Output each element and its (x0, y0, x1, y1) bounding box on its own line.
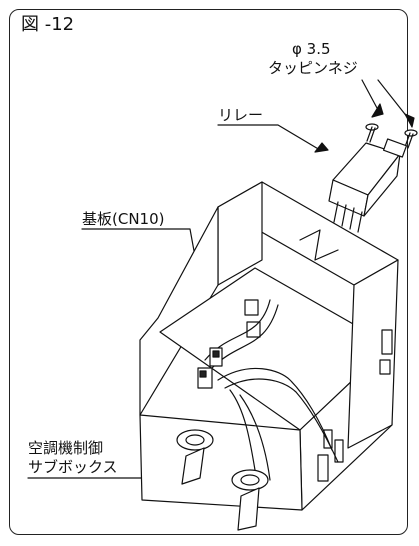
subbox-body (139, 181, 399, 511)
screw-size-label: φ 3.5 (292, 40, 331, 58)
screw-name-label: タッピンネジ (268, 59, 358, 77)
cable-entry-right (231, 469, 269, 531)
relay-part (328, 138, 408, 233)
side-vents (317, 329, 393, 482)
screw-right (404, 129, 418, 149)
board-label: 基板(CN10) (82, 210, 165, 228)
figure-title: 図 -12 (21, 14, 75, 35)
subbox-label-line2: サブボックス (28, 458, 118, 476)
relay-label: リレー (218, 106, 264, 124)
cable-entry-left (176, 429, 214, 485)
figure-frame (9, 9, 408, 535)
board-connector (197, 347, 223, 389)
subbox-label-line1: 空調機制御 (28, 439, 104, 457)
screw-left (365, 123, 379, 143)
